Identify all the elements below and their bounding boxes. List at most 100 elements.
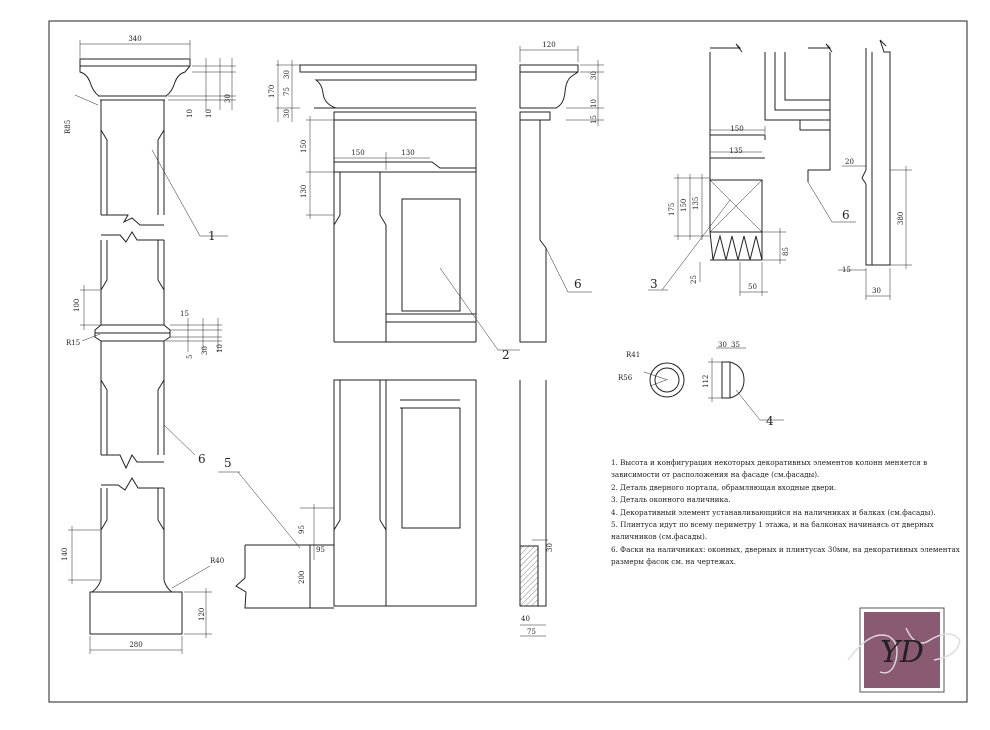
- dim-win-150v: 150: [680, 199, 688, 212]
- logo: YD: [847, 607, 961, 693]
- dim-plinth-95b: 95: [316, 546, 325, 554]
- rosette-profile: [721, 361, 745, 399]
- dim-col-10b: 10: [205, 109, 213, 118]
- dim-col-r15: R15: [66, 339, 80, 347]
- portal-lintel: [334, 161, 476, 169]
- note-4: 4. Декоративный элемент устанавливающийс…: [611, 507, 936, 517]
- window-trim-detail: 150 135 175 150 135 85 25 50 3 6: [648, 43, 856, 296]
- profile-frieze: [519, 111, 551, 121]
- portal-lower: [333, 379, 477, 607]
- portal-jamb: [333, 172, 387, 342]
- dim-col-10c: 10: [216, 344, 224, 353]
- plinth-section-hatch: [519, 545, 539, 607]
- dim-portal-150h: 150: [351, 149, 364, 157]
- dim-portal-170: 170: [268, 85, 276, 98]
- plinth-detail: 95 95 200 5: [218, 456, 334, 609]
- rosette-detail: R41 R56 30 35 112 4: [618, 341, 784, 428]
- note-1: 1. Высота и конфигурация некоторых декор…: [611, 458, 928, 480]
- note-5: 5. Плинтуса идут по всему периметру 1 эт…: [611, 520, 934, 542]
- portal-jamb-lower: [333, 380, 387, 531]
- notes-block: 1. Высота и конфигурация некоторых декор…: [611, 457, 961, 569]
- callout-1: 1: [208, 229, 216, 243]
- column-capital: [79, 58, 191, 97]
- dim-col-15: 15: [180, 310, 189, 318]
- dim-plinth-200: 200: [298, 571, 306, 584]
- dim-col-5: 5: [186, 355, 194, 359]
- dim-portal-30b: 30: [283, 109, 291, 118]
- dim-trim-380: 380: [897, 212, 905, 225]
- dim-rose-r56: R56: [618, 374, 633, 382]
- dim-portal-130v: 130: [300, 185, 308, 198]
- portal-cornice-profile: [300, 71, 477, 109]
- dim-plinth-30: 30: [546, 543, 554, 552]
- window-sill: [764, 120, 831, 182]
- dim-trim-20: 20: [845, 158, 854, 166]
- note-3: 3. Деталь оконного наличника.: [611, 495, 731, 505]
- dim-col-120: 120: [198, 608, 206, 621]
- dim-portal-150v: 150: [300, 140, 308, 153]
- dim-trim-15: 15: [842, 266, 851, 274]
- dim-col-30b: 30: [201, 346, 209, 355]
- dim-profile-120: 120: [542, 41, 555, 49]
- dim-win-25: 25: [690, 275, 698, 284]
- dim-col-r85: R85: [64, 120, 72, 134]
- column-detail: 340 R85 30 10 10 1 100 15 R15 5 30 10 6 …: [61, 35, 236, 654]
- window-rosette-box: [709, 179, 763, 233]
- shaft-lower: [100, 341, 165, 455]
- dim-portal-30a: 30: [283, 70, 291, 79]
- dim-win-150: 150: [730, 125, 743, 133]
- break-line-1: [101, 214, 164, 226]
- logo-fill: [864, 612, 940, 688]
- dim-col-140: 140: [61, 548, 69, 561]
- dim-rose-112: 112: [702, 375, 710, 388]
- dim-win-50: 50: [748, 283, 757, 291]
- portal-profile-detail: 120 30 10 15 6 30 40 75: [519, 41, 604, 637]
- window-dentils: [709, 231, 763, 261]
- dim-profile-15: 15: [590, 115, 598, 124]
- dim-plinth-40: 40: [521, 615, 530, 623]
- dim-col-10a: 10: [186, 109, 194, 118]
- dim-rose-35: 35: [731, 341, 740, 349]
- logo-monogram-swash: [847, 627, 961, 674]
- dim-profile-10: 10: [590, 99, 598, 108]
- shaft-bottom: [100, 488, 165, 580]
- callout-6-window: 6: [842, 208, 850, 222]
- portal-frieze: [333, 111, 477, 121]
- window-break-top: [710, 43, 833, 53]
- logo-monogram: YD: [880, 635, 924, 670]
- break-line-4: [101, 477, 164, 491]
- dim-col-width: 340: [128, 35, 141, 43]
- dim-win-135: 135: [729, 147, 742, 155]
- dim-plinth-95a: 95: [298, 525, 306, 534]
- dim-profile-30: 30: [590, 71, 598, 80]
- profile-cornice: [519, 64, 579, 109]
- callout-3: 3: [650, 277, 658, 291]
- shaft-upper: [100, 100, 165, 215]
- dim-rose-30: 30: [718, 341, 727, 349]
- dim-col-30: 30: [224, 94, 232, 103]
- dim-col-r40: R40: [210, 557, 224, 565]
- dim-portal-130h: 130: [401, 149, 414, 157]
- shaft-middle: [100, 240, 165, 325]
- dim-rose-r41: R41: [626, 351, 640, 359]
- callout-2: 2: [502, 348, 510, 362]
- shaft-chamfer-upper: [100, 129, 165, 215]
- dim-col-100: 100: [73, 299, 81, 312]
- portal-door-panel-lower: [401, 407, 461, 529]
- dim-plinth-75: 75: [527, 628, 536, 636]
- rosette-inner-circle: [654, 367, 680, 393]
- note-6: 6. Фаски на наличниках: оконных, дверных…: [611, 544, 960, 567]
- column-plinth: [89, 591, 183, 635]
- dim-trim-30: 30: [872, 287, 881, 295]
- column-base-torus: [90, 579, 174, 593]
- dim-col-280: 280: [129, 641, 142, 649]
- callout-5: 5: [224, 456, 232, 470]
- plinth-outline: [235, 544, 334, 609]
- trim-profile-detail: 20 380 15 30: [838, 39, 912, 300]
- break-line-2: [101, 231, 164, 243]
- break-line-3: [101, 454, 164, 470]
- door-portal-detail: 170 30 75 30 150 130 150 130 2: [268, 60, 520, 607]
- dim-portal-75: 75: [283, 87, 291, 96]
